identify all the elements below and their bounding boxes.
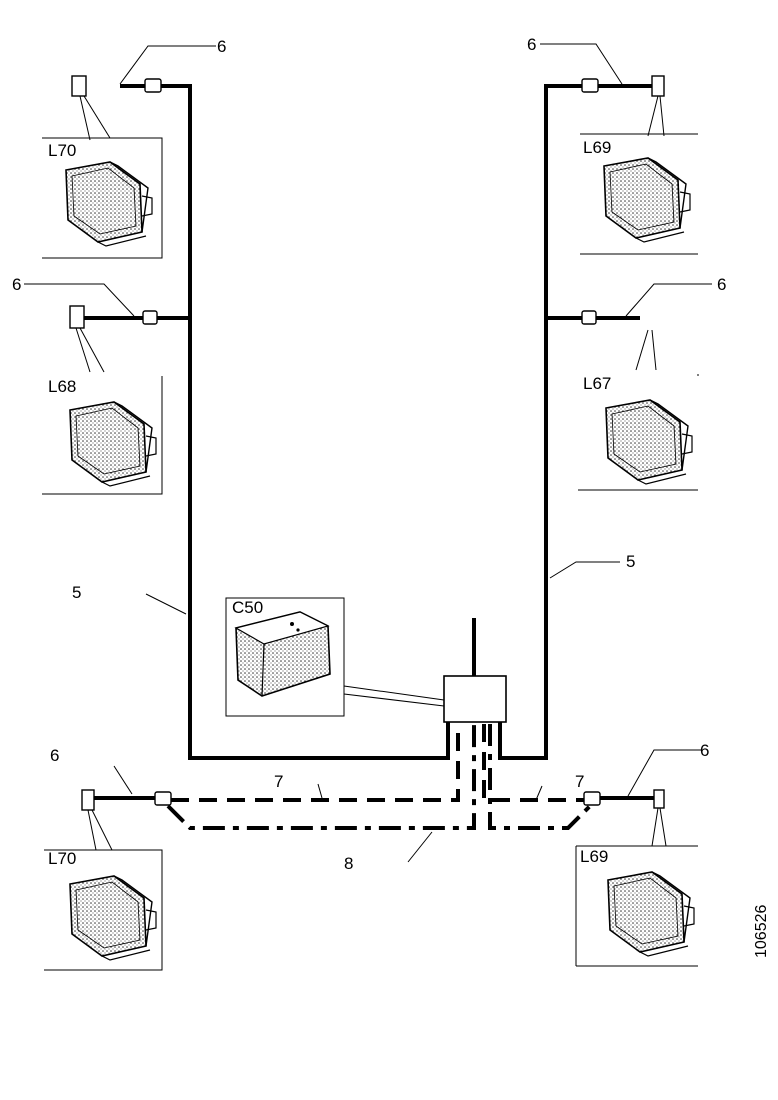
lamp-l69-top xyxy=(603,157,691,243)
callout-5-right: 5 xyxy=(626,552,635,571)
callout-5-left: 5 xyxy=(72,583,81,602)
label-l69-top: L69 xyxy=(583,138,611,157)
callout-6-mid-left: 6 xyxy=(12,275,21,294)
figure-number: 106526 xyxy=(753,905,770,958)
callout-7-right: 7 xyxy=(575,772,584,791)
lamp-l67 xyxy=(605,399,693,485)
callout-7-left: 7 xyxy=(274,772,283,791)
label-l69-bottom: L69 xyxy=(580,847,608,866)
lamp-l70-bottom xyxy=(69,875,157,961)
label-l70-bottom: L70 xyxy=(48,849,76,868)
main-harness xyxy=(84,84,663,760)
callout-8-bottom: 8 xyxy=(344,854,353,873)
callout-6-bottom-right: 6 xyxy=(700,741,709,760)
junction-box xyxy=(443,675,507,723)
connectors xyxy=(142,78,601,806)
harness-7 xyxy=(171,724,584,802)
callout-6-top-left: 6 xyxy=(217,37,226,56)
c50-unit xyxy=(234,611,331,697)
lamp-frames xyxy=(42,133,699,971)
callout-6-mid-right: 6 xyxy=(717,275,726,294)
label-c50: C50 xyxy=(232,598,263,617)
lamp-l69-bottom xyxy=(607,871,695,957)
callout-numbers: 6 6 6 6 5 5 6 6 7 7 8 xyxy=(12,35,726,873)
socket-leaders xyxy=(75,95,667,851)
callout-6-bottom-left: 6 xyxy=(50,746,59,765)
lamp-l68 xyxy=(69,401,157,487)
lamp-l70-top xyxy=(65,161,153,247)
label-l68: L68 xyxy=(48,377,76,396)
lamp-sockets xyxy=(69,75,665,811)
component-labels: L70 L69 L68 L67 C50 L70 L69 xyxy=(48,138,611,868)
callout-6-top-right: 6 xyxy=(527,35,536,54)
label-l67: L67 xyxy=(583,374,611,393)
label-l70-top: L70 xyxy=(48,141,76,160)
harness-8 xyxy=(166,724,592,830)
leader-lines xyxy=(24,43,712,863)
